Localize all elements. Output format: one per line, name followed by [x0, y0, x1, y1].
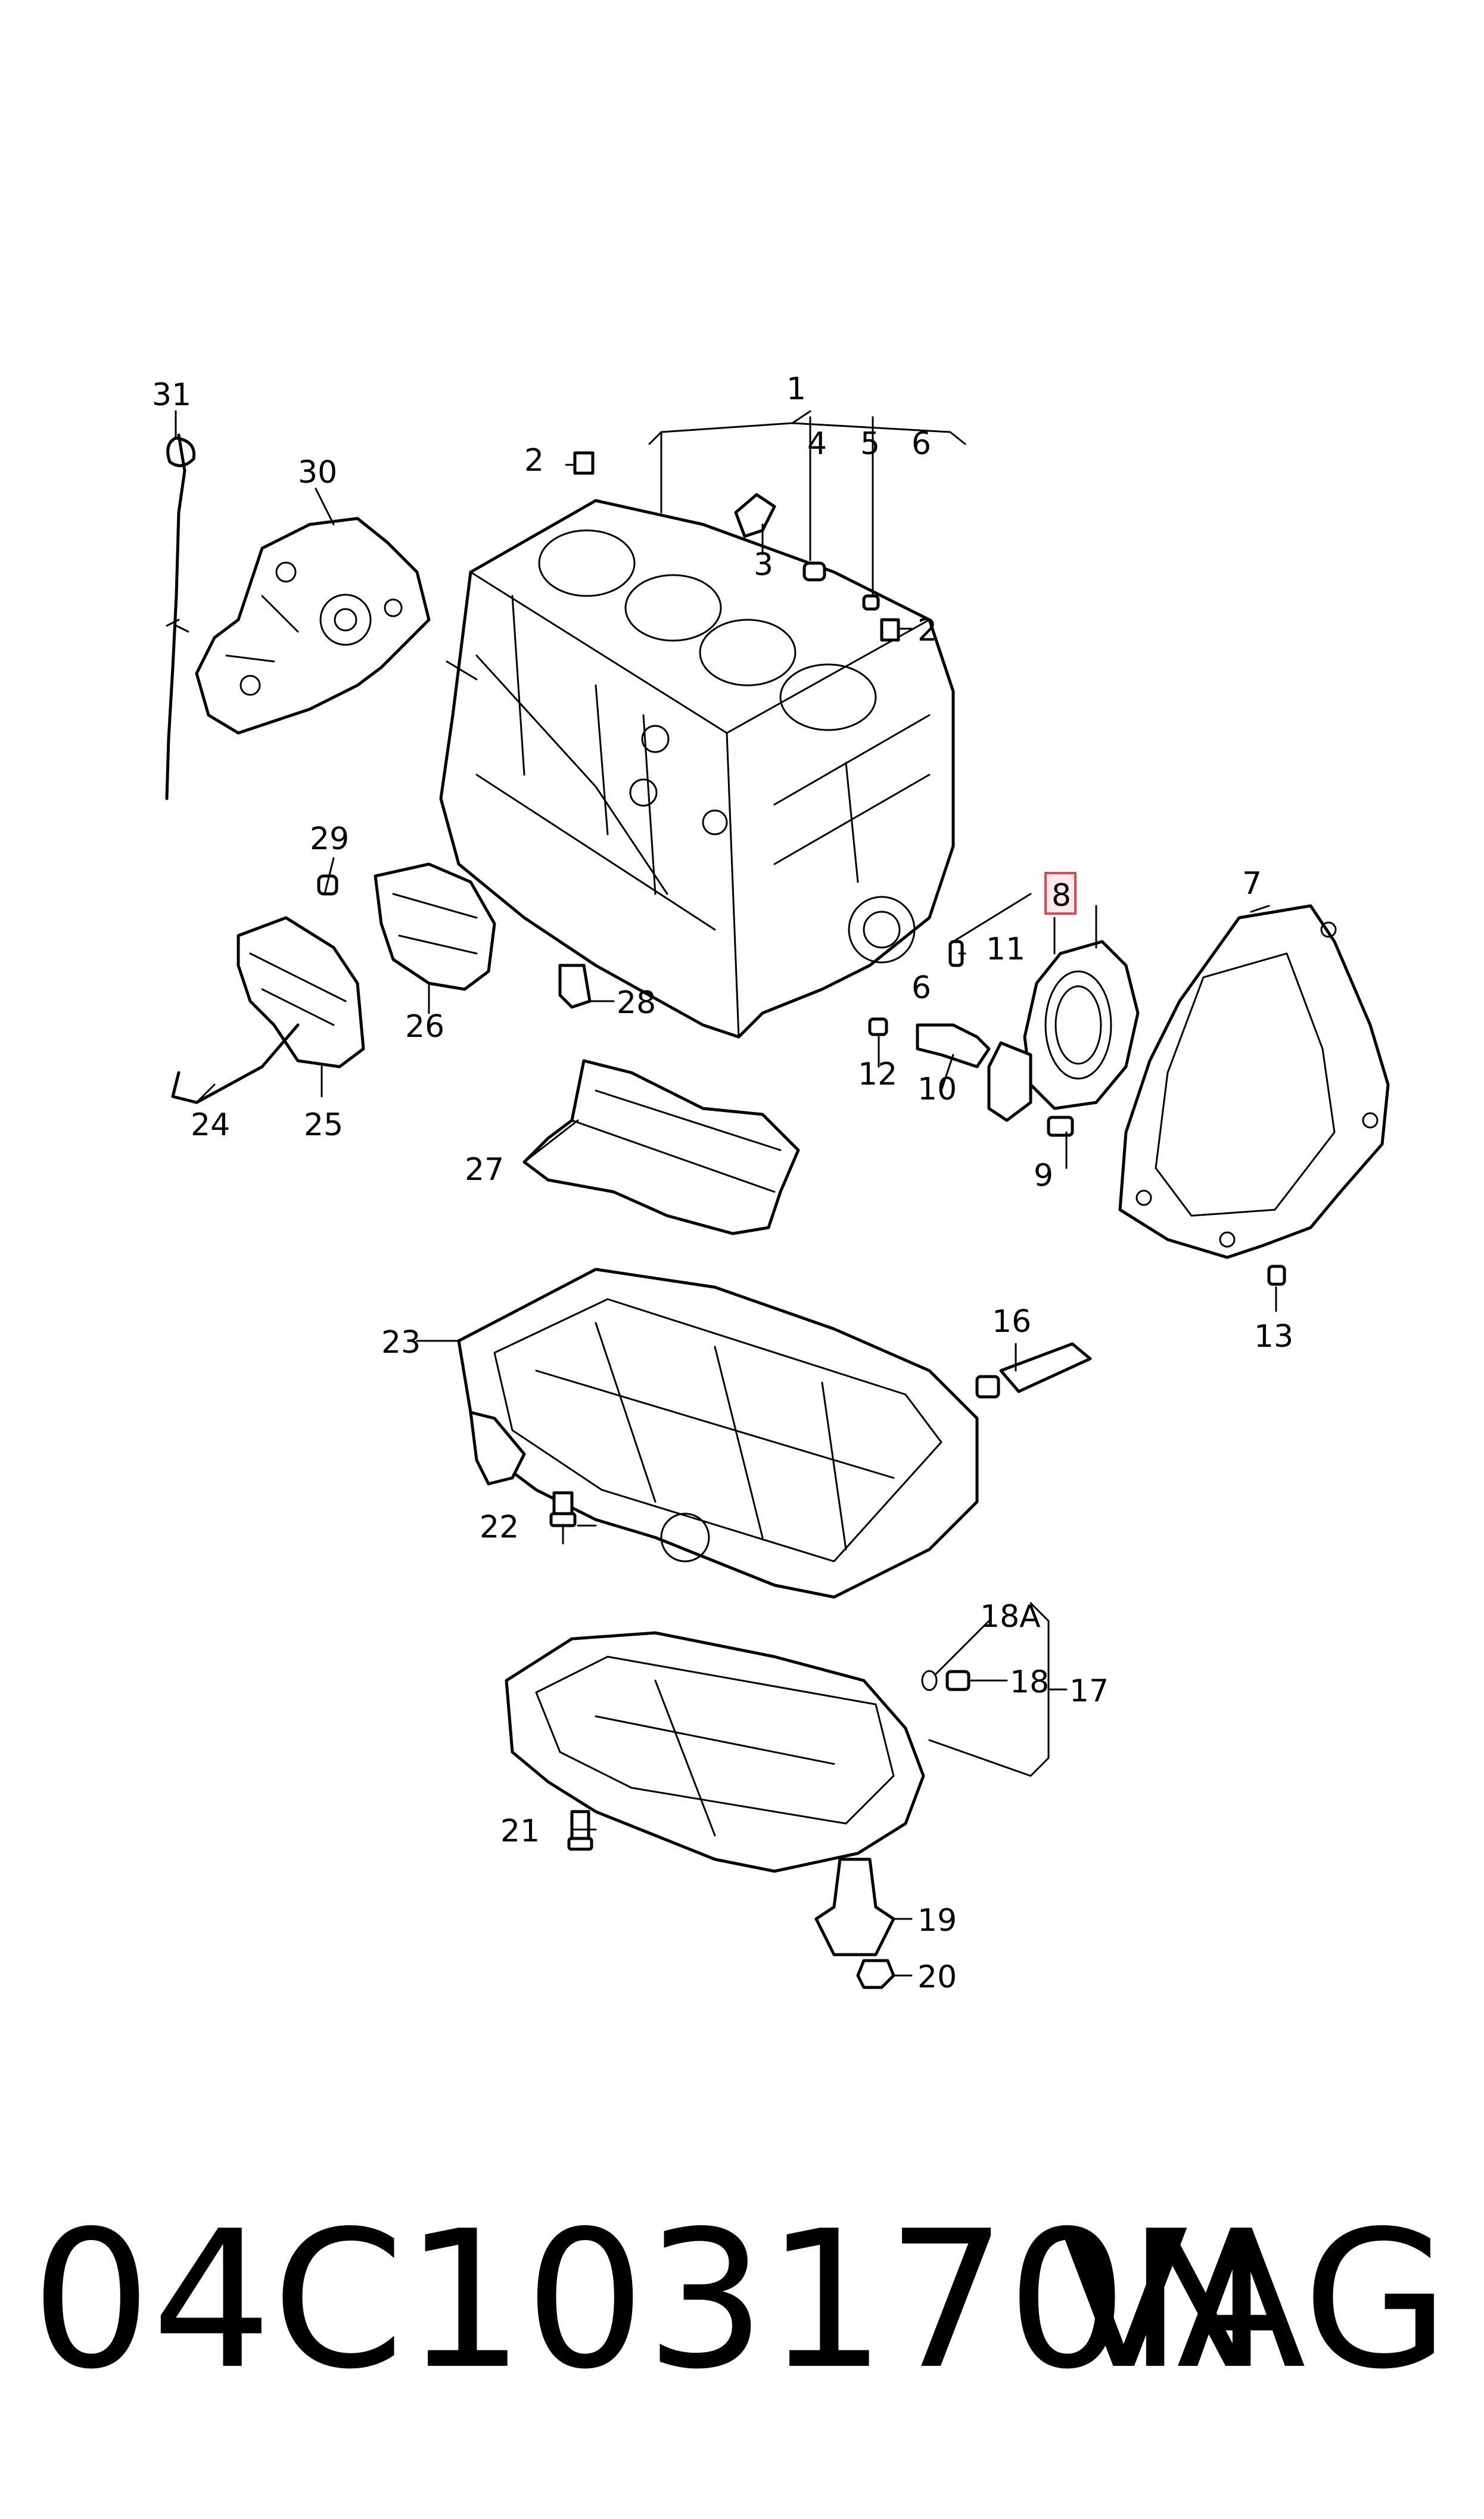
- dipstick-part[interactable]: [165, 433, 196, 800]
- callout-13: 13: [1254, 1319, 1293, 1355]
- callout-17: 17: [1069, 1673, 1109, 1709]
- callout-4: 4: [807, 426, 827, 462]
- callout-28: 28: [617, 985, 656, 1021]
- lower-pan-bolt-part[interactable]: [567, 1810, 593, 1851]
- callout-12: 12: [858, 1057, 897, 1092]
- callout-16: 16: [992, 1304, 1031, 1340]
- drain-plug-part[interactable]: [921, 1670, 970, 1691]
- callout-18a: 18A: [980, 1599, 1041, 1635]
- pan-bolt-part[interactable]: [549, 1491, 577, 1527]
- baffle-plate-part[interactable]: [522, 1059, 800, 1235]
- brand-text: VAG: [1059, 2190, 1449, 2411]
- callout-26: 26: [405, 1009, 444, 1045]
- upper-oil-pan-part[interactable]: [457, 1268, 979, 1599]
- callout-20: 20: [917, 1959, 957, 1995]
- callout-24: 24: [191, 1107, 230, 1143]
- part-footer: 04C103170N VAG: [0, 2181, 1484, 2419]
- callout-3: 3: [754, 547, 773, 583]
- oil-level-sensor-part[interactable]: [814, 1858, 895, 1989]
- callout-23: 23: [381, 1325, 421, 1361]
- engine-block-part[interactable]: [439, 499, 955, 1039]
- callout-9: 9: [1034, 1158, 1053, 1194]
- highlight-box-8: [1044, 872, 1077, 915]
- callout-22: 22: [480, 1509, 519, 1545]
- leader-lines: [175, 410, 1277, 1977]
- callout-labels: 1 2 2 3 4 5 6 6 7 8 9 10 11 12 13 16 17 …: [152, 371, 1293, 1995]
- lower-oil-pan-part[interactable]: [505, 1631, 925, 1873]
- callout-2b: 2: [917, 613, 937, 648]
- callout-10: 10: [917, 1071, 957, 1107]
- callout-21: 21: [500, 1813, 540, 1849]
- callout-25: 25: [304, 1107, 343, 1143]
- exploded-parts-diagram: 1 2 2 3 4 5 6 6 7 8 9 10 11 12 13 16 17 …: [152, 371, 1390, 1995]
- callout-6b: 6: [911, 970, 931, 1006]
- sealant-tube-part[interactable]: [975, 1342, 1092, 1399]
- callout-1: 1: [786, 371, 806, 407]
- callout-8: 8: [1051, 878, 1071, 914]
- oil-pump-part[interactable]: [195, 517, 431, 735]
- callout-18: 18: [1010, 1664, 1049, 1700]
- callout-5: 5: [860, 426, 880, 462]
- callout-31: 31: [152, 377, 191, 413]
- callout-27: 27: [465, 1152, 504, 1188]
- callout-29: 29: [310, 821, 349, 857]
- callout-11: 11: [986, 931, 1025, 967]
- fastener-parts[interactable]: [573, 451, 900, 642]
- callout-7: 7: [1242, 866, 1262, 902]
- crankshaft-seal-flange-part[interactable]: [1023, 940, 1140, 1110]
- small-parts-group[interactable]: [868, 940, 1286, 1286]
- callout-2a: 2: [524, 443, 544, 479]
- intermediate-plate-part[interactable]: [1118, 904, 1390, 1259]
- callout-30: 30: [298, 455, 337, 490]
- oil-separator-part[interactable]: [171, 862, 592, 1104]
- callout-19: 19: [917, 1903, 957, 1939]
- part-number-text: 04C103170N: [31, 2190, 1270, 2411]
- callout-6a: 6: [911, 426, 931, 462]
